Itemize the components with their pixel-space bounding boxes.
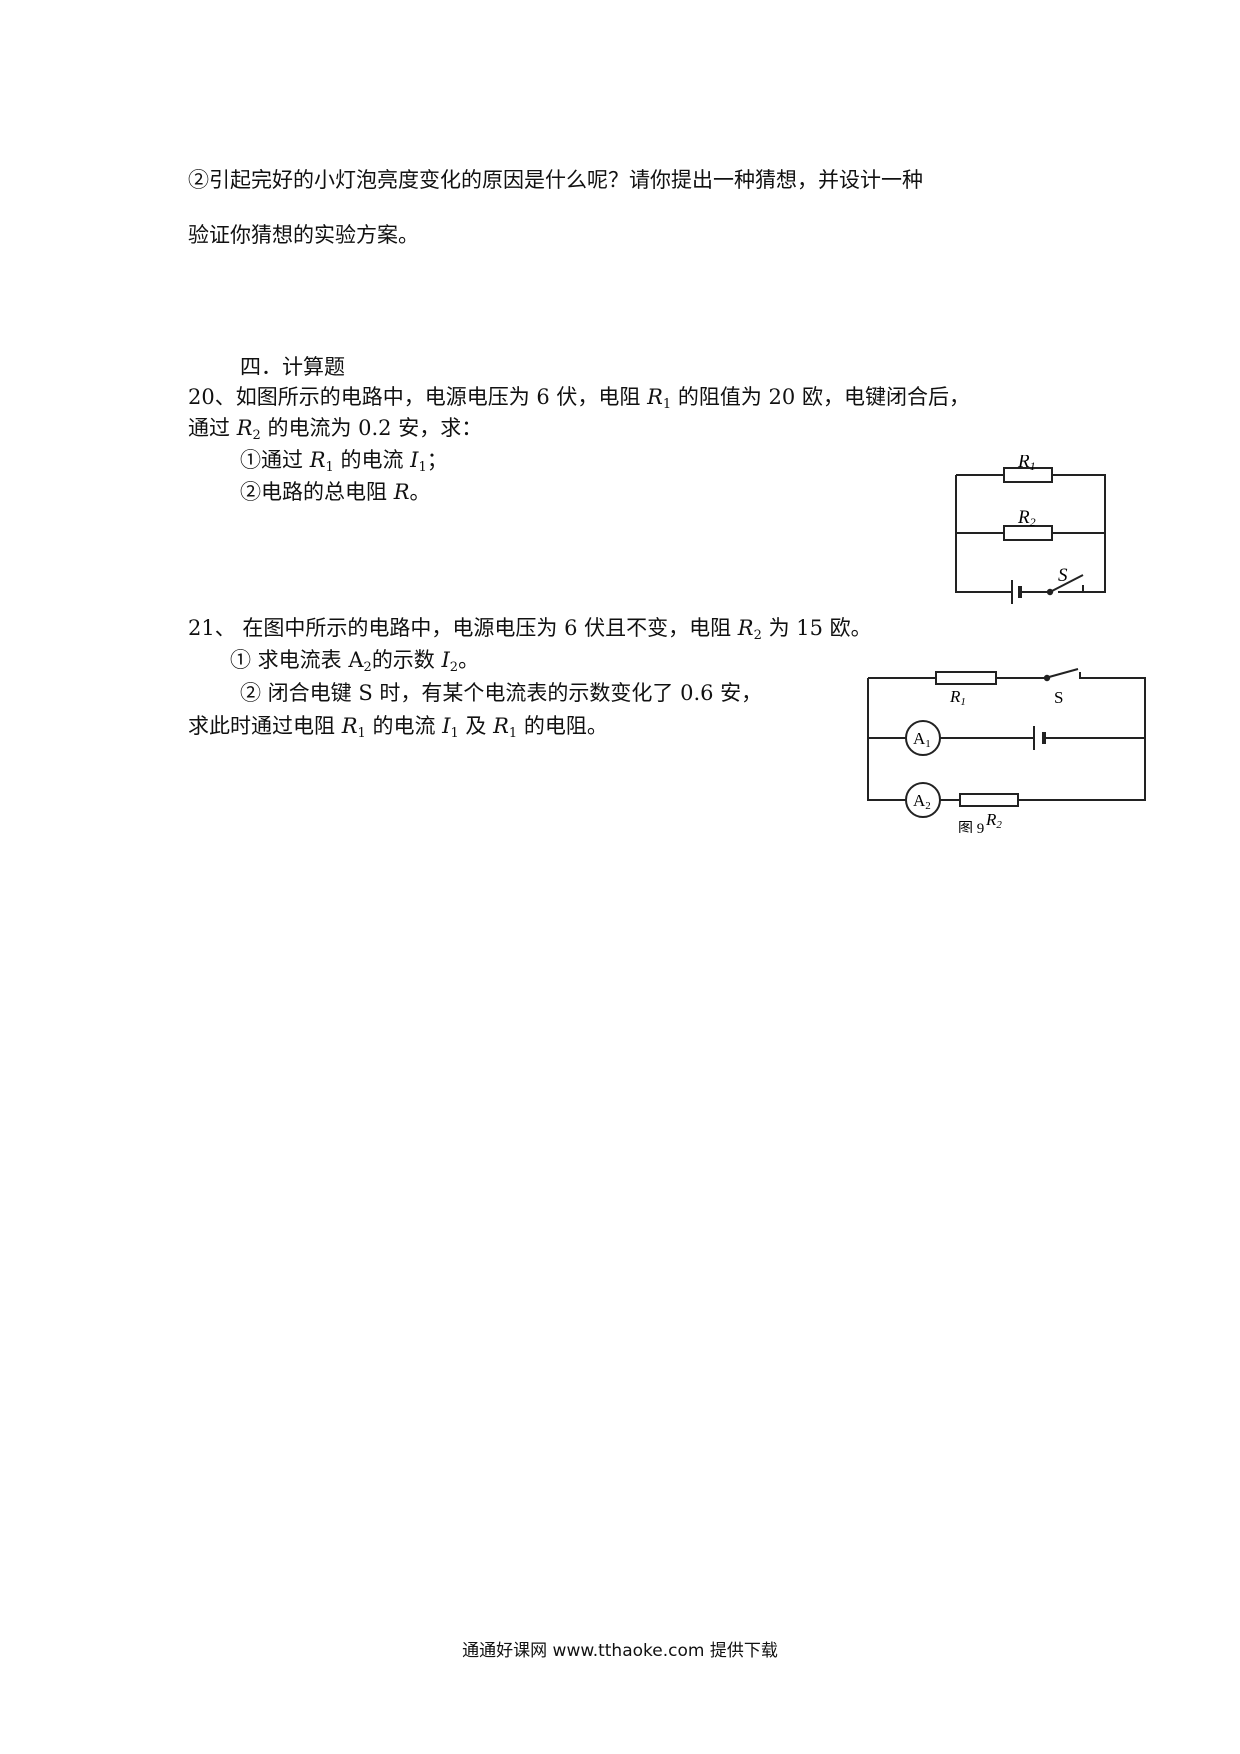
q21-figure-caption: 图 9	[958, 820, 984, 833]
q21-label-r2: R2	[985, 810, 1002, 831]
q20-label-r2: R2	[1017, 507, 1036, 529]
q21-switch-pivot	[1043, 674, 1051, 682]
q20-resistor-r2	[1003, 525, 1053, 541]
q21-sub2: ② 闭合电键 S 时，有某个电流表的示数变化了 0.6 安，	[240, 681, 763, 705]
q19-part2-line1: ②引起完好的小灯泡亮度变化的原因是什么呢？请你提出一种猜想，并设计一种	[188, 168, 923, 192]
q21-label-a1: A1	[913, 729, 931, 750]
q20-resistor-r1	[1003, 467, 1053, 483]
q21-label-switch: S	[1054, 688, 1063, 707]
q21-wire-outer-left	[867, 678, 906, 801]
q20-circuit-diagram: R1 R2 S	[955, 455, 1106, 604]
q21-line1: 21、 在图中所示的电路中，电源电压为 6 伏且不变，电阻 R2 为 15 欧。	[188, 616, 872, 643]
q21-switch-blade	[1048, 668, 1079, 678]
q21-sub1: ① 求电流表 A2的示数 I2。	[230, 648, 480, 675]
q21-ammeter-a2	[905, 782, 941, 818]
q21-label-r1: R1	[949, 687, 966, 708]
q20-label-r1: R1	[1017, 455, 1036, 473]
q20-sub1: ①通过 R1 的电流 I1；	[240, 448, 448, 475]
q20-line1: 20、如图所示的电路中，电源电压为 6 伏，电阻 R1 的阻值为 20 欧，电键…	[188, 385, 970, 412]
q20-wire-left	[955, 475, 1000, 593]
page-footer: 通通好课网 www.tthaoke.com 提供下载	[462, 1641, 778, 1661]
q21-switch-contact	[1079, 672, 1084, 679]
q21-resistor-r2	[959, 793, 1019, 807]
q20-label-switch: S	[1058, 565, 1068, 586]
q21-ammeter-a1	[905, 720, 941, 756]
q21-resistor-r1	[935, 671, 997, 685]
q20-sub2: ②电路的总电阻 R。	[240, 480, 431, 504]
section-title: 四．计算题	[240, 355, 345, 379]
q20-line2: 通过 R2 的电流为 0.2 安，求：	[188, 416, 483, 443]
q21-circuit-diagram: R1 S A1 A2 R2 图 9	[867, 668, 1146, 833]
q21-label-a2: A2	[913, 791, 931, 812]
q20-switch-blade	[1049, 574, 1084, 593]
q19-part2-line2: 验证你猜想的实验方案。	[188, 223, 419, 247]
q20-switch-contact	[1082, 585, 1105, 593]
q21-line4: 求此时通过电阻 R1 的电流 I1 及 R1 的电阻。	[188, 714, 608, 741]
